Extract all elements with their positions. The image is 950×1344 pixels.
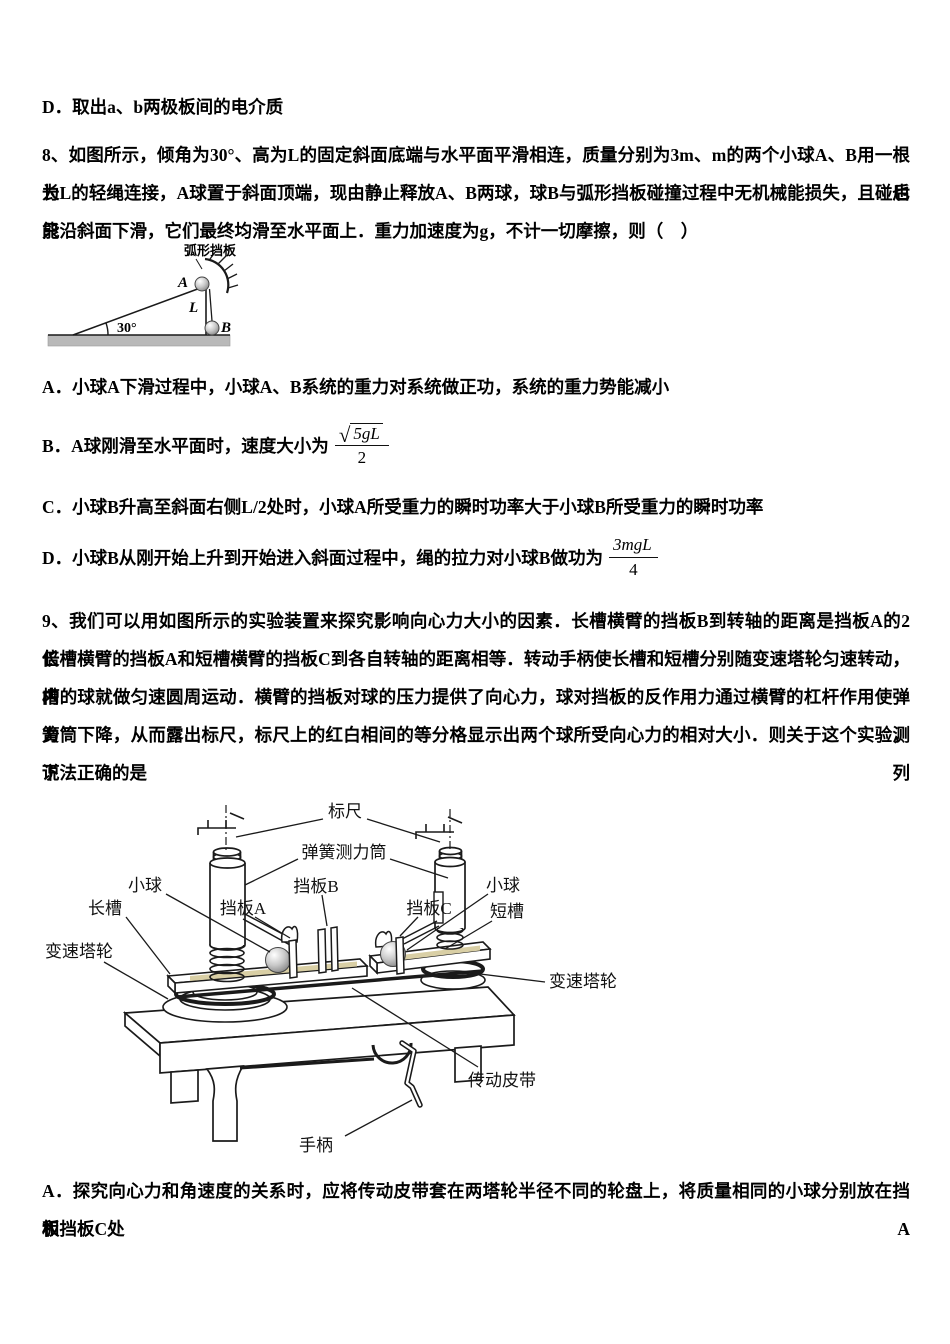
- baffle-c-plate: [395, 936, 405, 975]
- q8-stem: 8、如图所示，倾角为30°、高为L的固定斜面底端与水平面平滑相连，质量分别为3m…: [42, 136, 910, 250]
- baffle-a-plate: [288, 939, 298, 979]
- q9-option-a-line1: A．探究向心力和角速度的关系时，应将传动皮带套在两塔轮半径不同的轮盘上，将质量相…: [42, 1181, 910, 1239]
- q8-incline-figure: 30° 弧形挡板 A B L: [47, 243, 239, 347]
- short-slot-stripe: [385, 945, 480, 962]
- baffles: [288, 926, 405, 979]
- drive-belt-line: [176, 969, 484, 999]
- q9-stem-line4: 力筒下降，从而露出标尺，标尺上的红白相间的等分格显示出两个球所受向心力的相对大小…: [42, 725, 910, 783]
- q9-stem-line3: 内的球就做匀速圆周运动．横臂的挡板对球的压力提供了向心力，球对挡板的反作用力通过…: [42, 687, 910, 745]
- q9-stem-line5: 说法正确的是: [42, 763, 147, 783]
- spring-tube-left: [209, 847, 246, 951]
- base-right-leg: [454, 1045, 482, 1083]
- belt-under-base: [239, 1057, 375, 1070]
- q8-option-c-text: C．小球B升高至斜面右侧L/2处时，小球A所受重力的瞬时功率大于小球B所受重力的…: [42, 497, 764, 517]
- spring-tube-label: 弹簧测力筒: [302, 843, 387, 862]
- q8-option-d-text: D．小球B从刚开始上升到开始进入斜面过程中，绳的拉力对小球B做功为: [42, 547, 603, 568]
- q7-option-d-text: D．取出a、b两极板间的电介质: [42, 97, 284, 117]
- q8-option-b: B．A球刚滑至水平面时，速度大小为 √ 5gL 2: [42, 415, 389, 475]
- short-slot-label: 短槽: [490, 902, 524, 921]
- baffle-c-label: 挡板C: [406, 899, 451, 918]
- handle-label: 手柄: [299, 1136, 333, 1155]
- scale-window: [433, 891, 444, 924]
- q9-option-a-line2: 和挡板C处: [42, 1219, 125, 1239]
- arc-baffle-hatches: [209, 250, 239, 289]
- length-label: L: [188, 300, 198, 316]
- drive-belt-label: 传动皮带: [468, 1071, 536, 1090]
- base-left-leg: [170, 1069, 199, 1104]
- long-slot-label: 长槽: [88, 899, 122, 918]
- base-middle-leg: [205, 1065, 245, 1142]
- tower-wheel-left-label: 变速塔轮: [45, 942, 113, 961]
- handle-crank: [399, 1040, 423, 1108]
- q8-option-b-fraction: √ 5gL 2: [334, 422, 389, 468]
- lever-right: [374, 920, 440, 948]
- q9-stem-line2: 长槽横臂的挡板A和短槽横臂的挡板C到各自转轴的距离相等．转动手柄使长槽和短槽分别…: [42, 649, 910, 707]
- baffle-b-plate-1: [317, 928, 327, 974]
- q7-option-d: D．取出a、b两极板间的电介质: [42, 88, 910, 126]
- incline-triangle: [72, 286, 207, 336]
- q8-option-b-text: B．A球刚滑至水平面时，速度大小为: [42, 435, 329, 456]
- q8-stem-line3: 能沿斜面下滑，它们最终均滑至水平面上．重力加速度为g，不计一切摩擦，则（ ）: [42, 221, 699, 241]
- q9-stem: 9、我们可以用如图所示的实验装置来探究影响向心力大小的因素．长槽横臂的挡板B到转…: [42, 602, 910, 792]
- q9-option-a: A．探究向心力和角速度的关系时，应将传动皮带套在两塔轮半径不同的轮盘上，将质量相…: [42, 1172, 910, 1248]
- q8-stem-line1: 8、如图所示，倾角为30°、高为L的固定斜面底端与水平面平滑相连，质量分别为3m…: [42, 145, 910, 203]
- q8-option-d-fraction: 3mgL 4: [608, 535, 658, 579]
- q9-apparatus-figure: 标尺 弹簧测力筒 小球 挡板A 挡板B 挡板C 小球 长槽 短槽 变速塔轮 变速…: [45, 802, 617, 1155]
- ball-b: [204, 320, 220, 336]
- point-b-label: B: [220, 320, 231, 336]
- ground-bar: [47, 334, 231, 347]
- baffle-b-label: 挡板B: [293, 877, 338, 896]
- q8-option-d: D．小球B从刚开始上升到开始进入斜面过程中，绳的拉力对小球B做功为 3mgL 4: [42, 526, 658, 588]
- radical-sign: √: [338, 423, 351, 448]
- denominator: 4: [629, 559, 638, 579]
- arc-baffle: [195, 250, 239, 294]
- spring-tube-right: [433, 846, 466, 934]
- ball-right-label: 小球: [486, 876, 520, 895]
- ball-left-label: 小球: [128, 876, 162, 895]
- base-plate: [122, 986, 516, 1142]
- q8-option-c: C．小球B升高至斜面右侧L/2处时，小球A所受重力的瞬时功率大于小球B所受重力的…: [42, 488, 910, 526]
- point-a-label: A: [177, 275, 188, 291]
- angle-label: 30°: [117, 321, 137, 336]
- q9-stem-line1: 9、我们可以用如图所示的实验装置来探究影响向心力大小的因素．长槽横臂的挡板B到转…: [42, 611, 910, 669]
- radicand: 5gL: [350, 423, 383, 443]
- q8-stem-line2: 为L的轻绳连接，A球置于斜面顶端，现由静止释放A、B两球，球B与弧形挡板碰撞过程…: [42, 183, 910, 241]
- ruler-marker-left: [197, 805, 245, 850]
- ruler-label: 标尺: [328, 802, 362, 821]
- ruler-marker-right: [415, 809, 463, 849]
- q8-option-a-text: A．小球A下滑过程中，小球A、B系统的重力对系统做正功，系统的重力势能减小: [42, 377, 670, 397]
- numerator: 3mgL: [612, 535, 652, 555]
- denominator: 2: [357, 448, 367, 468]
- q8-option-a: A．小球A下滑过程中，小球A、B系统的重力对系统做正功，系统的重力势能减小: [42, 368, 910, 406]
- angle-arc: [105, 322, 109, 336]
- baffle-b-plate-2: [330, 926, 339, 972]
- arc-baffle-label: 弧形挡板: [184, 243, 237, 258]
- baffle-a-label: 挡板A: [220, 899, 267, 918]
- ball-a: [194, 276, 210, 292]
- tower-wheel-right-label: 变速塔轮: [549, 972, 617, 991]
- rope-line: [208, 288, 213, 322]
- leader-lines: [103, 818, 546, 1137]
